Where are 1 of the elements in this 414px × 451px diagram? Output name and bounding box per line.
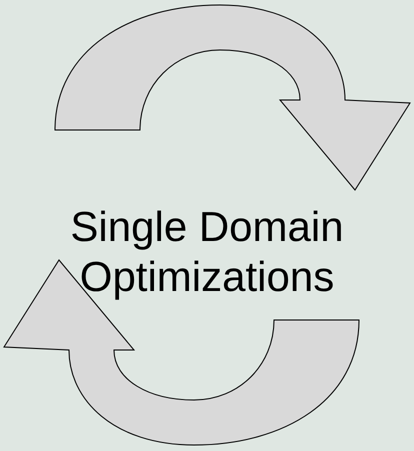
center-label: Single Domain Optimizations bbox=[69, 202, 345, 302]
